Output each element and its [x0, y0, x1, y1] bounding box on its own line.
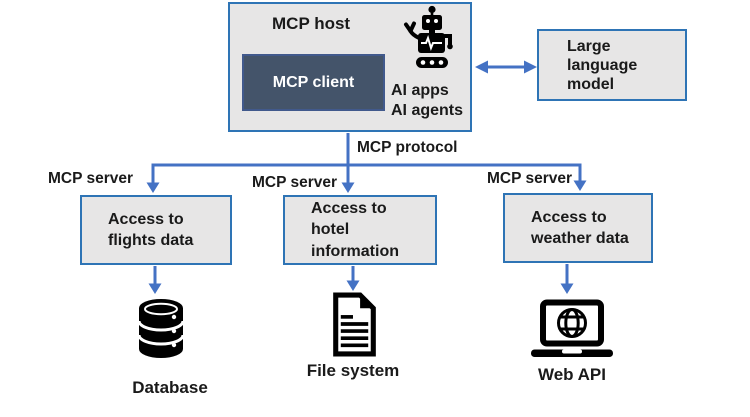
server-box-weather-label: Access to weather data — [531, 208, 629, 248]
laptop-globe-icon — [531, 299, 613, 357]
llm-box: Large language model — [537, 29, 687, 101]
server-box-flights-label: Access to flights data — [108, 210, 194, 250]
mcp-server-tag-weather: MCP server — [487, 170, 573, 187]
server-box-hotel-label: Access to hotel information — [311, 199, 399, 260]
server-box-hotel: Access to hotel information — [283, 195, 437, 265]
llm-label: Large language model — [567, 37, 638, 93]
mcp-host-title: MCP host — [272, 14, 351, 33]
connector-lines — [151, 65, 582, 285]
mcp-server-tag-flights: MCP server — [48, 170, 134, 187]
server-box-flights: Access to flights data — [80, 195, 232, 265]
arrow-heads — [146, 60, 587, 294]
database-icon — [137, 299, 185, 358]
ai-apps-label: AI apps AI agents — [391, 82, 464, 119]
web-api-caption: Web API — [537, 365, 606, 384]
database-caption: Database — [132, 378, 208, 397]
mcp-protocol-label: MCP protocol — [357, 139, 458, 156]
mcp-server-tag-hotel: MCP server — [252, 174, 338, 191]
mcp-host-box: MCP host MCP client AI apps A — [228, 2, 472, 132]
file-system-caption: File system — [306, 361, 400, 380]
document-icon — [333, 292, 376, 357]
server-box-weather: Access to weather data — [503, 193, 653, 263]
mcp-client-box: MCP client — [242, 54, 385, 111]
robot-icon — [404, 5, 453, 68]
mcp-client-label: MCP client — [272, 73, 355, 91]
